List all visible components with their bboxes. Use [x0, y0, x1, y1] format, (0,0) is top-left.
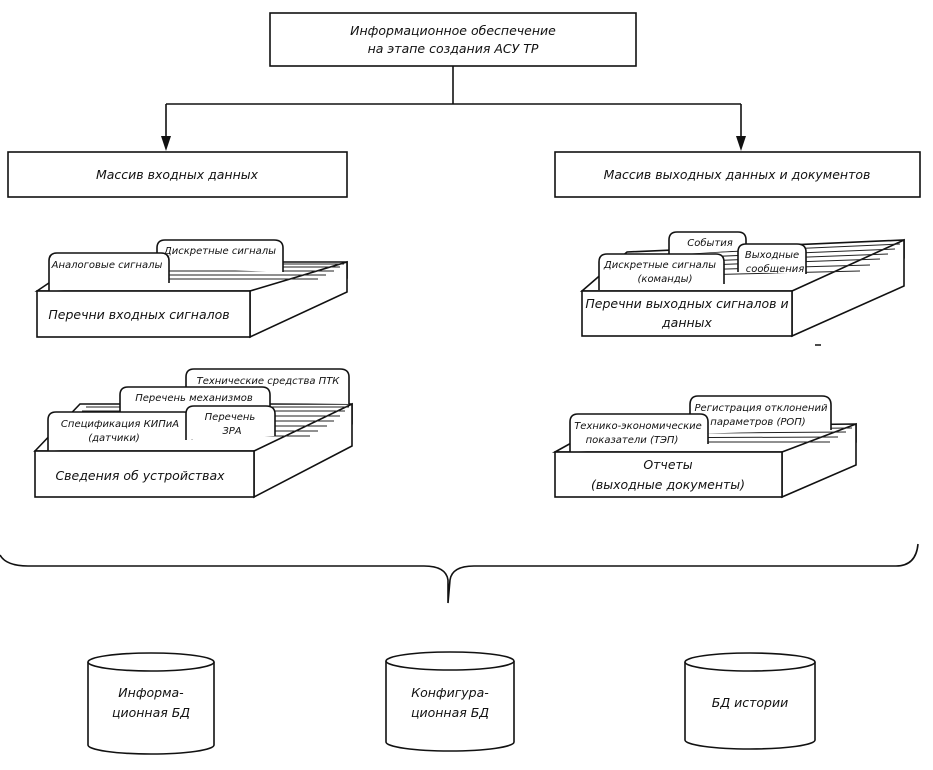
- card-kipia-line2: (датчики): [88, 433, 140, 444]
- curly-brace: [0, 543, 919, 604]
- input-data-label: Массив входных данных: [96, 167, 259, 182]
- db-config: Конфигура- ционная БД: [385, 651, 515, 752]
- card-tep: [569, 413, 709, 452]
- top-connector: [161, 66, 746, 151]
- devices-label: Сведения об устройствах: [55, 468, 225, 483]
- file-box-output-signals: События Выходные сообщения Дискретные си…: [579, 231, 905, 338]
- file-box-reports: Регистрация отклонений параметров (РОП) …: [551, 395, 857, 499]
- db-info-line2: ционная БД: [112, 705, 190, 720]
- arrow-right-head: [736, 136, 746, 151]
- db-history: БД истории: [684, 652, 816, 750]
- arrow-left-head: [161, 136, 171, 151]
- card-zra: [185, 405, 276, 440]
- reports-label-line2: (выходные документы): [591, 477, 745, 492]
- output-signals-label-line1: Перечни выходных сигналов и: [585, 296, 788, 311]
- db-history-label: БД истории: [712, 695, 788, 710]
- db-info: Информа- ционная БД: [87, 652, 215, 755]
- card-output-messages-line1: Выходные: [745, 250, 799, 261]
- card-discrete-signals-label: Дискретные сигналы: [163, 246, 276, 257]
- card-mechanisms-label: Перечень механизмов: [135, 393, 253, 404]
- card-tep-line1: Технико-экономические: [574, 421, 702, 432]
- card-output-messages: [737, 243, 807, 274]
- card-tep-line2: показатели (ТЭП): [586, 435, 679, 446]
- card-zra-line1: Перечень: [205, 412, 256, 423]
- card-events: [668, 231, 747, 255]
- input-data-box: Массив входных данных: [7, 151, 348, 198]
- output-data-label: Массив выходных данных и документов: [604, 167, 871, 182]
- card-analog-signals: [48, 252, 170, 291]
- db-config-line1: Конфигура-: [411, 685, 489, 700]
- card-analog-signals-label: Аналоговые сигналы: [51, 260, 163, 271]
- file-box-input-signals: Дискретные сигналы Аналоговые сигналы Пе…: [34, 239, 348, 339]
- card-rop-line2: параметров (РОП): [710, 417, 805, 428]
- output-data-box: Массив выходных данных и документов: [554, 151, 921, 198]
- card-kipia-line1: Спецификация КИПиА: [61, 419, 179, 430]
- card-ptk-label: Технические средства ПТК: [197, 376, 341, 387]
- file-box-devices: Технические средства ПТК Перечень механи…: [33, 368, 353, 499]
- card-output-messages-line2: сообщения: [746, 263, 805, 275]
- top-box: Информационное обеспечение на этапе созд…: [269, 12, 637, 67]
- db-info-line1: Информа-: [118, 685, 184, 700]
- input-signals-label: Перечни входных сигналов: [48, 307, 229, 322]
- card-discrete-signals: [156, 239, 284, 272]
- card-rop: [689, 395, 832, 434]
- card-discrete-commands-line1: Дискретные сигналы: [603, 260, 716, 271]
- db-config-line2: ционная БД: [411, 705, 489, 720]
- reports-label-line1: Отчеты: [643, 457, 692, 472]
- output-signals-label-line2: данных: [661, 315, 713, 330]
- card-zra-line2: ЗРА: [222, 426, 241, 437]
- card-discrete-commands: [598, 253, 725, 290]
- top-box-line2: на этапе создания АСУ ТР: [368, 41, 539, 56]
- top-box-line1: Информационное обеспечение: [350, 23, 556, 38]
- card-events-label: События: [687, 237, 733, 249]
- card-rop-line1: Регистрация отклонений: [695, 403, 828, 414]
- card-discrete-commands-line2: (команды): [638, 274, 693, 285]
